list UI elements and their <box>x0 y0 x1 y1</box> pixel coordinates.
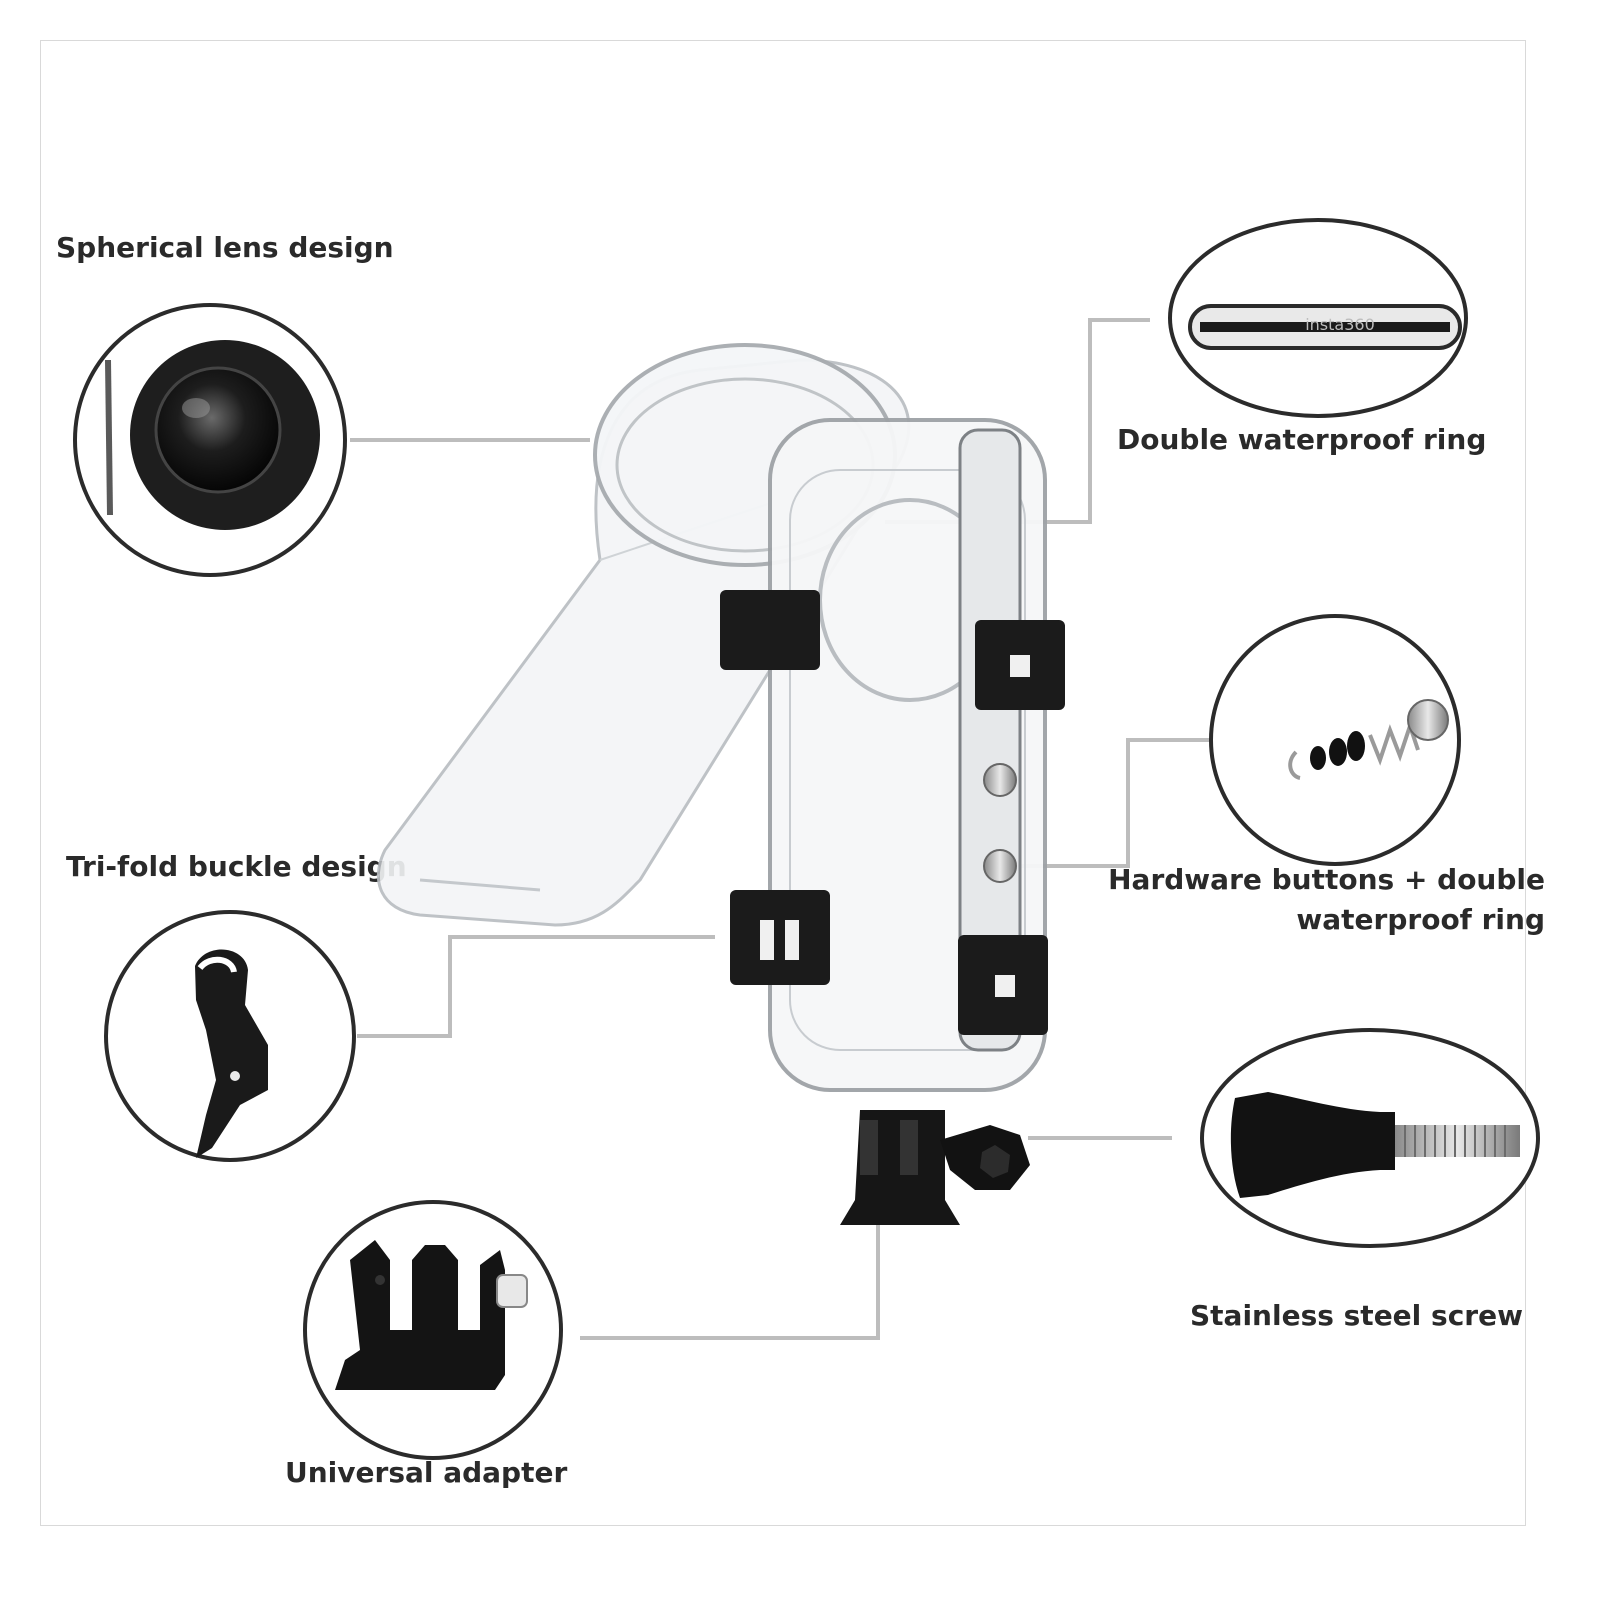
label-universal-adapter: Universal adapter <box>285 1456 568 1489</box>
waterproof-ring-icon: insta360 <box>1168 218 1468 418</box>
image-frame <box>40 40 1526 1526</box>
label-stainless-steel-screw: Stainless steel screw <box>1190 1299 1523 1332</box>
camera-lens-icon <box>73 303 347 577</box>
label-spherical-lens: Spherical lens design <box>56 231 394 264</box>
thumb-screw-icon <box>1200 1028 1540 1248</box>
ring-brand-text: insta360 <box>1305 315 1375 334</box>
label-double-waterproof-ring: Double waterproof ring <box>1117 423 1487 456</box>
label-hardware-buttons-line1: Hardware buttons + double <box>1108 863 1545 896</box>
label-trifold-buckle: Tri-fold buckle design <box>66 850 407 883</box>
button-parts-icon <box>1209 614 1461 866</box>
buckle-icon <box>104 910 356 1162</box>
adapter-mount-icon <box>303 1200 563 1460</box>
label-hardware-buttons-line2: waterproof ring <box>1296 903 1545 936</box>
waterproof-housing <box>376 343 1065 1225</box>
